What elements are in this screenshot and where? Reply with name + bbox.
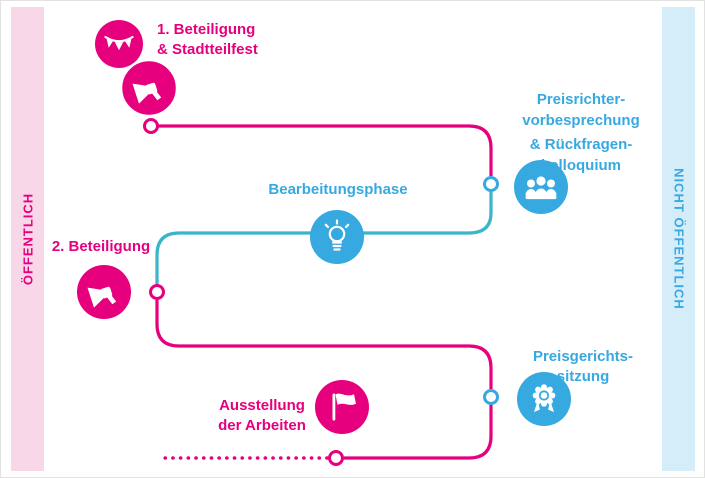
- band-public: ÖFFENTLICH: [11, 7, 44, 471]
- label-beteiligung-1: 1. Beteiligung & Stadtteilfest: [157, 20, 258, 60]
- label-line: der Arbeiten: [218, 417, 306, 434]
- label-line: Bearbeitungsphase: [268, 181, 408, 198]
- label-line: Ausstellung: [219, 397, 305, 414]
- label-ausstellung: Ausstellung der Arbeiten: [197, 396, 327, 436]
- label-line: sitzung: [556, 368, 610, 385]
- flow-segment-1: [158, 124, 493, 176]
- label-line: & Rückfragen-: [529, 136, 633, 153]
- band-not-public: NICHT ÖFFENTLICH: [662, 7, 695, 471]
- station-bearbeitungsphase: [310, 210, 364, 264]
- flow-segment-4: [344, 405, 493, 460]
- lightbulb-bubble: [310, 210, 364, 264]
- station-beteiligung-1: [95, 20, 179, 118]
- connector-beteiligung-2: [149, 284, 165, 300]
- station-beteiligung-2: [77, 265, 131, 319]
- flow-segment-3: [155, 300, 493, 389]
- station-ausstellung: [315, 380, 369, 434]
- label-line: Preisrichter-: [536, 91, 626, 108]
- connector-preisgerichtssitzung: [483, 389, 499, 405]
- label-bearbeitungsphase: Bearbeitungsphase: [252, 180, 424, 200]
- station-preisgerichtssitzung: [517, 372, 571, 426]
- committee-bubble: [514, 160, 568, 214]
- label-line: 2. Beteiligung: [51, 238, 151, 255]
- connector-preisrichtervorbesprechung: [483, 176, 499, 192]
- label-line: Preisgerichts-: [532, 348, 634, 365]
- label-line: 1. Beteiligung: [157, 21, 256, 38]
- station-preisrichtervorbesprechung: [514, 160, 568, 214]
- label-beteiligung-2: 2. Beteiligung: [49, 237, 153, 257]
- label-line: vorbesprechung: [522, 112, 640, 129]
- flag-bubble: [315, 380, 369, 434]
- label-preisrichtervorbesprechung: Preisrichter- vorbesprechung & Rückfrage…: [499, 89, 663, 176]
- label-line: kolloquium: [541, 157, 621, 174]
- connector-beteiligung-1: [143, 118, 159, 134]
- connector-ausstellung: [328, 450, 344, 466]
- label-preisgerichtssitzung: Preisgerichts- sitzung: [513, 347, 653, 387]
- label-line: & Stadtteilfest: [157, 41, 258, 58]
